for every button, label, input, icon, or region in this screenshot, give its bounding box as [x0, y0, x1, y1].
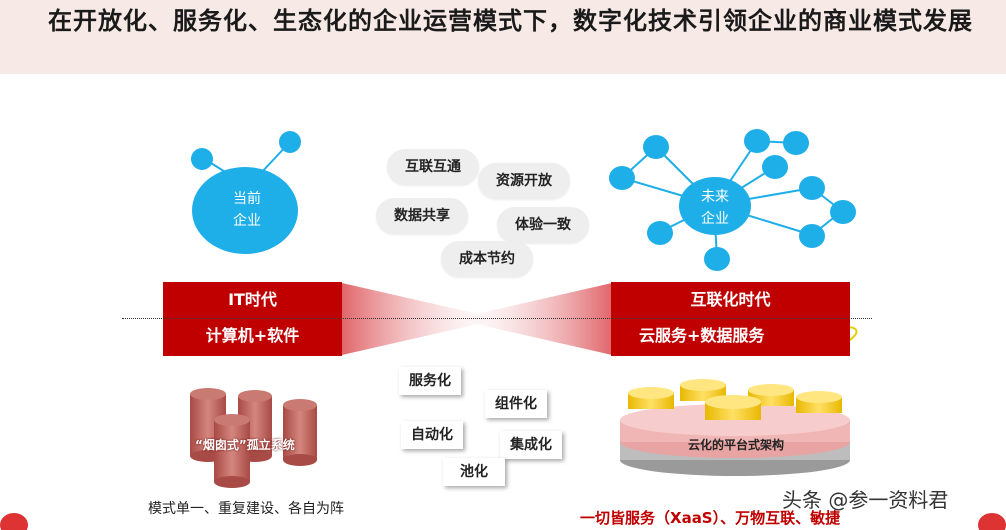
node-circle	[830, 200, 856, 224]
left-triangle	[342, 283, 500, 355]
future-enterprise-circle	[679, 177, 751, 235]
title-bar	[0, 0, 1006, 74]
right-caption: 一切皆服务（XaaS）、万物互联、敏捷	[580, 509, 841, 527]
node-circle	[744, 129, 770, 153]
future-label-line1: 未来	[701, 189, 729, 205]
node-circle	[783, 131, 809, 155]
tag-automation: 自动化	[401, 421, 463, 449]
current-label-line2: 企业	[233, 213, 261, 229]
node-circle	[279, 131, 301, 153]
page-title: 在开放化、服务化、生态化的企业运营模式下，数字化技术引领企业的商业模式发展	[48, 7, 973, 35]
it-era-label: IT时代	[228, 290, 277, 309]
node-circle	[191, 148, 213, 170]
future-enterprise-label: 未来 企业	[690, 186, 740, 230]
node-circle	[799, 176, 825, 200]
node-circle	[704, 247, 730, 271]
tag-componentization: 组件化	[485, 390, 547, 418]
it-era-box: IT时代 计算机+软件	[163, 282, 342, 356]
right-triangle	[454, 283, 612, 355]
it-era-tech: 计算机+软件	[205, 326, 300, 345]
internet-era-box: 互联化时代 云服务+数据服务	[611, 282, 850, 356]
internet-era-tech: 云服务+数据服务	[639, 326, 765, 345]
value-pill-consistent-experience: 体验一致	[497, 207, 589, 243]
node-circle	[647, 221, 673, 245]
era-divider-line	[122, 318, 872, 319]
lantern-icon	[0, 513, 1006, 530]
tag-servitization: 服务化	[399, 367, 461, 395]
platform-label: 云化的平台式架构	[688, 438, 785, 452]
current-enterprise-circle	[192, 167, 298, 254]
current-enterprise-label: 当前 企业	[222, 188, 272, 232]
future-label-line2: 企业	[701, 211, 729, 227]
node-circle	[799, 224, 825, 248]
internet-era-label: 互联化时代	[690, 290, 771, 309]
watermark: 头条 @参一资料君	[782, 488, 949, 512]
tag-pooling: 池化	[443, 458, 505, 486]
silo-label: “烟囱式”孤立系统	[195, 438, 295, 452]
value-pill-cost-saving: 成本节约	[441, 241, 533, 277]
node-circle	[609, 166, 635, 190]
value-pill-interconnect: 互联互通	[387, 149, 479, 185]
node-circle	[643, 135, 669, 159]
silo-cylinders	[190, 388, 317, 488]
value-pill-resource-open: 资源开放	[478, 163, 570, 199]
cloud-platform	[620, 379, 850, 476]
value-pill-data-sharing: 数据共享	[376, 198, 468, 234]
left-caption: 模式单一、重复建设、各自为阵	[148, 501, 344, 517]
node-circle	[762, 155, 788, 179]
current-label-line1: 当前	[233, 191, 261, 207]
tag-integration: 集成化	[500, 431, 562, 459]
